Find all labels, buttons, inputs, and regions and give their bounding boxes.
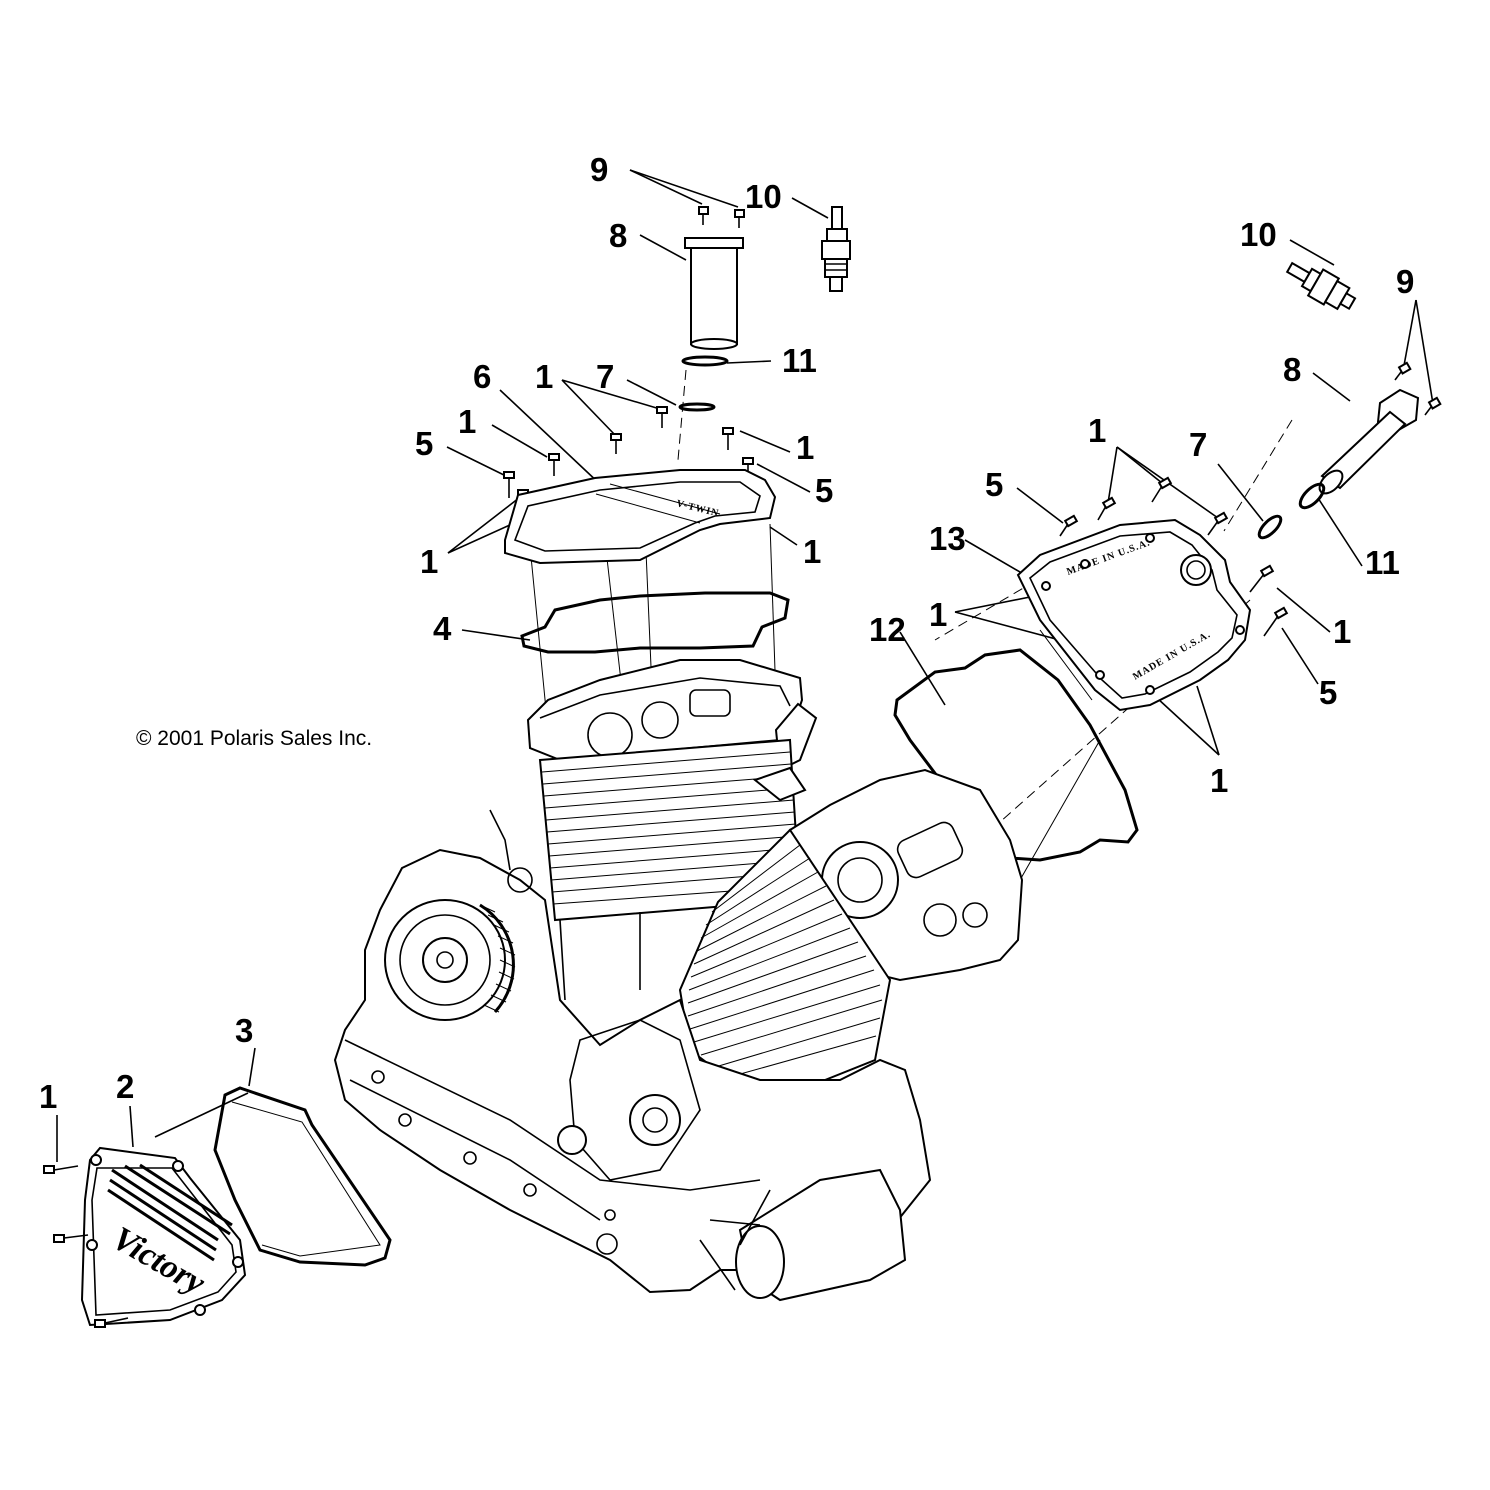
front-cover-2: Victory <box>80 1146 247 1327</box>
callout-1-j: 1 <box>39 1078 57 1115</box>
o-ring-7-front <box>678 402 716 412</box>
gasket-4-front <box>520 591 790 654</box>
callout-7-rear: 7 <box>1189 426 1207 463</box>
gasket-3 <box>213 1086 392 1267</box>
callout-12: 12 <box>869 611 906 648</box>
spark-plug-10-rear <box>1285 261 1357 311</box>
callout-5-d: 5 <box>1319 674 1337 711</box>
callout-8-front: 8 <box>609 217 627 254</box>
o-ring-7-rear <box>1257 514 1283 540</box>
screw-9-front-a <box>698 206 709 225</box>
callout-1-e: 1 <box>803 533 821 570</box>
callout-1-c: 1 <box>796 429 814 466</box>
leader-lines <box>56 169 1434 1162</box>
callout-11-front: 11 <box>782 342 817 379</box>
callout-1-i: 1 <box>1210 762 1228 799</box>
spark-plug-tube-8-rear <box>1318 388 1420 495</box>
callout-10-rear: 10 <box>1240 216 1277 253</box>
cam-gear <box>384 899 516 1021</box>
spark-plug-tube-8-front <box>684 237 744 350</box>
callout-13: 13 <box>929 520 966 557</box>
callout-1-d: 1 <box>420 543 438 580</box>
callout-5-a: 5 <box>415 425 433 462</box>
callout-4: 4 <box>433 610 452 647</box>
callout-7-front: 7 <box>596 358 614 395</box>
callout-1-a: 1 <box>535 358 553 395</box>
screw-9-front-b <box>734 209 745 228</box>
callout-8-rear: 8 <box>1283 351 1301 388</box>
callout-2: 2 <box>116 1068 134 1105</box>
copyright-notice: © 2001 Polaris Sales Inc. <box>136 727 372 750</box>
callout-1-f: 1 <box>1088 412 1106 449</box>
bolts-front-cover-2 <box>43 1165 129 1328</box>
callout-9-rear: 9 <box>1396 263 1414 300</box>
callout-10-front: 10 <box>745 178 782 215</box>
starter-motor <box>699 1168 907 1302</box>
callout-9-front: 9 <box>590 151 608 188</box>
callout-5-b: 5 <box>815 472 833 509</box>
bolts-rear-cover <box>1059 476 1289 637</box>
callout-1-h: 1 <box>1333 613 1351 650</box>
callout-labels: 9 10 8 11 6 1 7 1 5 1 5 1 1 4 10 9 8 1 7… <box>39 151 1414 1115</box>
callout-3: 3 <box>235 1012 253 1049</box>
front-cylinder-head <box>526 659 818 772</box>
spark-plug-10-front <box>821 206 851 292</box>
callout-1-g: 1 <box>929 596 947 633</box>
screw-9-rear-a <box>1394 361 1412 381</box>
screw-9-rear-b <box>1424 396 1442 416</box>
valve-cover-13-rear: MADE IN U.S.A. MADE IN U.S.A. <box>1016 518 1252 712</box>
callout-1-b: 1 <box>458 403 476 440</box>
callout-11-rear: 11 <box>1365 544 1400 581</box>
o-ring-11-front <box>681 355 729 367</box>
callout-6: 6 <box>473 358 491 395</box>
o-ring-11-rear <box>1298 482 1326 510</box>
callout-5-c: 5 <box>985 466 1003 503</box>
valve-cover-6-front: V-TWIN <box>504 469 777 565</box>
